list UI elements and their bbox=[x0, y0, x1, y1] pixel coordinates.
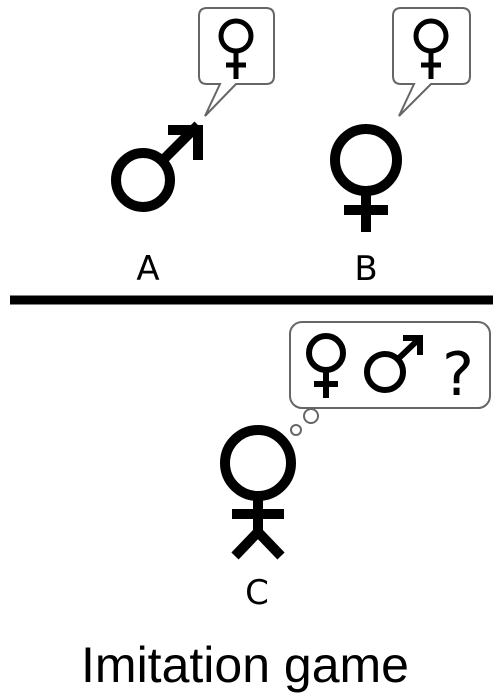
label-b: B bbox=[354, 249, 377, 289]
male-icon bbox=[111, 121, 203, 212]
male-icon bbox=[364, 335, 423, 393]
label-c: C bbox=[245, 573, 269, 613]
diagram-title: Imitation game bbox=[81, 637, 409, 693]
label-a: A bbox=[136, 249, 159, 289]
female-icon bbox=[413, 18, 449, 79]
female-icon bbox=[218, 18, 254, 79]
person-icon bbox=[220, 425, 296, 560]
female-icon bbox=[330, 124, 402, 232]
female-icon bbox=[306, 333, 346, 398]
thought-bubble-c: ? bbox=[289, 321, 491, 436]
question-mark: ? bbox=[442, 340, 474, 410]
speech-bubble-a bbox=[198, 7, 275, 117]
speech-bubble-b bbox=[392, 7, 471, 117]
